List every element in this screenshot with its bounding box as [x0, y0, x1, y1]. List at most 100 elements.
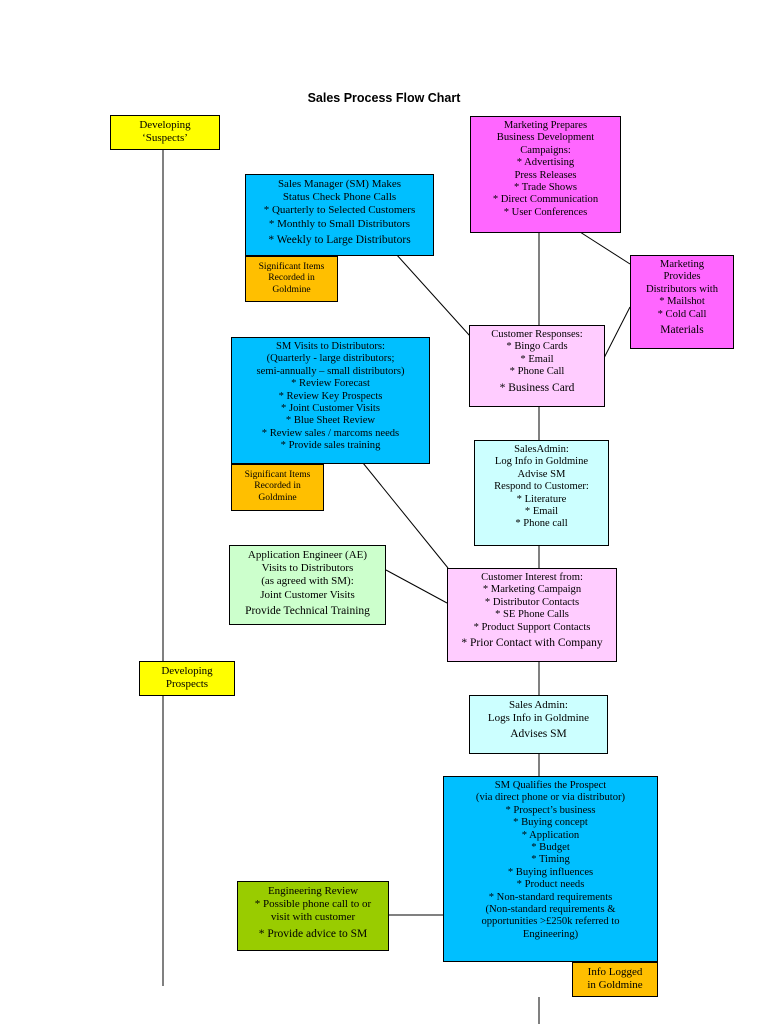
box-line: Materials	[660, 324, 704, 337]
box-line: Marketing	[659, 259, 705, 270]
box-line: SalesAdmin:	[514, 444, 569, 455]
box-line: Business Development	[496, 132, 595, 144]
box-line: opportunities >£250k referred to	[481, 916, 620, 928]
developing-prospects-box: Developing Prospects	[139, 661, 235, 696]
sm-visits-box: SM Visits to Distributors: (Quarterly - …	[231, 337, 430, 464]
info-logged-box: Info Logged in Goldmine	[572, 962, 658, 997]
sm-status-calls-box: Sales Manager (SM) Makes Status Check Ph…	[245, 174, 434, 256]
box-line: (as agreed with SM):	[261, 575, 354, 588]
salesadmin-box-1: SalesAdmin: Log Info in Goldmine Advise …	[474, 440, 609, 546]
significant-items-box-1: Significant Items Recorded in Goldmine	[245, 256, 338, 302]
box-line: * Marketing Campaign	[482, 584, 582, 596]
box-line: Press Releases	[514, 169, 577, 181]
box-line: ‘Suspects’	[142, 132, 188, 145]
salesadmin-box-2: Sales Admin: Logs Info in Goldmine Advis…	[469, 695, 608, 754]
box-line: * Review Key Prospects	[278, 390, 383, 402]
box-line: Engineering)	[522, 928, 579, 940]
box-line: * Buying concept	[513, 817, 588, 829]
connector-provides-to-responses	[603, 306, 631, 359]
box-line: Developing	[161, 665, 213, 677]
box-line: * Monthly to Small Distributors	[268, 217, 411, 230]
box-line: in Goldmine	[587, 979, 643, 992]
box-line: Significant Items	[244, 469, 311, 480]
box-line: * Phone Call	[509, 366, 565, 378]
box-line: * Distributor Contacts	[484, 596, 580, 608]
sm-qualifies-box: SM Qualifies the Prospect (via direct ph…	[443, 776, 658, 962]
box-line: * Prospect’s business	[505, 804, 596, 816]
box-line: * Blue Sheet Review	[285, 415, 376, 427]
box-line: Provide Technical Training	[245, 604, 370, 617]
box-line: * Joint Customer Visits	[281, 403, 380, 415]
box-line: Application Engineer (AE)	[247, 549, 368, 561]
customer-responses-box: Customer Responses: * Bingo Cards * Emai…	[469, 325, 605, 407]
box-line: * Direct Communication	[492, 194, 599, 206]
connector-marketing-to-provides	[579, 231, 631, 265]
box-line: Joint Customer Visits	[260, 588, 355, 601]
box-line: * Weekly to Large Distributors	[268, 233, 411, 246]
box-line: Advises SM	[510, 728, 567, 741]
box-line: Marketing Prepares	[503, 120, 588, 131]
developing-suspects-box: Developing ‘Suspects’	[110, 115, 220, 150]
box-line: Engineering Review	[267, 885, 359, 897]
box-line: Status Check Phone Calls	[282, 191, 397, 204]
box-line: Campaigns:	[520, 144, 571, 156]
box-line: * Product needs	[516, 879, 585, 891]
box-line: (Non-standard requirements &	[485, 904, 616, 916]
box-line: * Provide advice to SM	[258, 927, 368, 940]
box-line: * Advertising	[516, 157, 575, 169]
box-line: * Product Support Contacts	[473, 621, 591, 633]
marketing-prepares-box: Marketing Prepares Business Development …	[470, 116, 621, 233]
box-line: Sales Manager (SM) Makes	[277, 178, 402, 190]
box-line: * Review sales / marcoms needs	[261, 427, 400, 439]
box-line: Customer Responses:	[491, 329, 583, 340]
box-line: * Application	[521, 829, 580, 841]
box-line: * SE Phone Calls	[495, 609, 569, 621]
box-line: * Provide sales training	[280, 440, 381, 452]
box-line: Significant Items	[258, 261, 325, 272]
box-line: (via direct phone or via distributor)	[475, 792, 626, 804]
box-line: Info Logged	[587, 966, 643, 978]
box-line: * Review Forecast	[291, 378, 370, 390]
box-line: * User Conferences	[503, 206, 588, 218]
connector-visits-to-interest	[362, 462, 449, 569]
box-line: * Bingo Cards	[506, 341, 568, 353]
connector-ae-to-interest	[385, 569, 448, 604]
box-line: * Quarterly to Selected Customers	[263, 204, 416, 217]
box-line: Customer Interest from:	[481, 572, 583, 583]
box-line: Advise SM	[517, 468, 566, 480]
box-line: * Email	[520, 353, 554, 365]
chart-title: Sales Process Flow Chart	[307, 91, 461, 105]
significant-items-box-2: Significant Items Recorded in Goldmine	[231, 464, 324, 511]
box-line: * Timing	[531, 854, 570, 866]
ae-visits-box: Application Engineer (AE) Visits to Dist…	[229, 545, 386, 625]
box-line: * Non-standard requirements	[488, 891, 613, 903]
box-line: Goldmine	[272, 283, 311, 295]
box-line: * Buying influences	[507, 866, 594, 878]
engineering-review-box: Engineering Review * Possible phone call…	[237, 881, 389, 951]
box-line: Distributors with	[645, 283, 719, 295]
box-line: Prospects	[165, 678, 209, 691]
box-line: (Quarterly - large distributors;	[266, 353, 395, 365]
marketing-provides-box: Marketing Provides Distributors with * M…	[630, 255, 734, 349]
box-line: Goldmine	[258, 491, 297, 503]
box-line: * Phone call	[515, 518, 568, 530]
box-line: SM Qualifies the Prospect	[494, 780, 607, 791]
box-line: Respond to Customer:	[494, 481, 589, 493]
box-line: * Cold Call	[657, 308, 707, 320]
box-line: Recorded in	[254, 480, 301, 492]
box-line: * Possible phone call to or	[254, 898, 372, 911]
box-line: visit with customer	[270, 911, 356, 924]
box-line: * Mailshot	[659, 296, 705, 308]
customer-interest-box: Customer Interest from: * Marketing Camp…	[447, 568, 617, 662]
box-line: semi-annually – small distributors)	[256, 365, 405, 377]
box-line: Developing	[139, 119, 191, 131]
box-line: * Prior Contact with Company	[461, 637, 603, 650]
box-line: * Literature	[516, 493, 567, 505]
box-line: Log Info in Goldmine	[494, 456, 589, 468]
box-line: * Email	[524, 506, 559, 518]
box-line: * Budget	[531, 842, 570, 854]
box-line: Recorded in	[268, 272, 315, 284]
box-line: * Trade Shows	[514, 182, 577, 194]
